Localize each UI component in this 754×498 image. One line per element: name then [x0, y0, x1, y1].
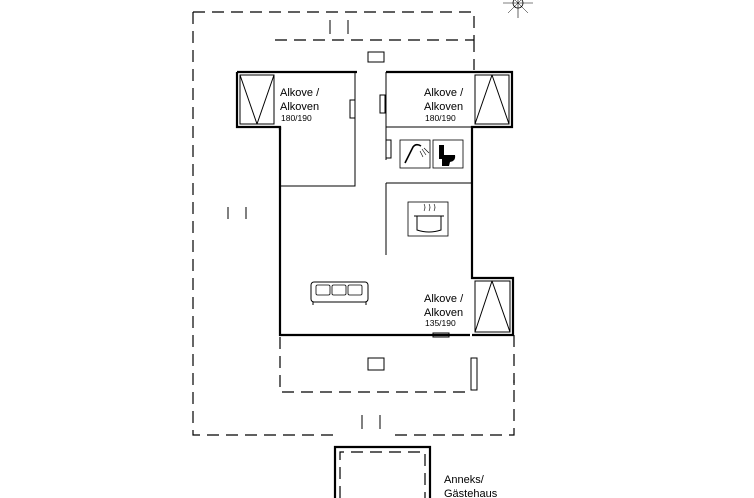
toilet-icon	[432, 139, 464, 169]
label-alcove-ne: Alkove / Alkoven 180/190	[424, 87, 464, 123]
alcove-ne-line2: Alkoven	[424, 101, 463, 113]
alcove-ne-line1: Alkove /	[424, 87, 464, 99]
alcove-nw-line2: Alkoven	[280, 101, 319, 113]
annex-walls	[333, 445, 432, 498]
alcove-se-line1: Alkove /	[424, 293, 464, 305]
alcove-ne-size: 180/190	[425, 113, 456, 123]
label-annex: Anneks/ Gästehaus	[444, 474, 498, 498]
alcove-se-line2: Alkoven	[424, 307, 463, 319]
annex-line2: Gästehaus	[444, 488, 498, 498]
alcove-nw-line1: Alkove /	[280, 87, 320, 99]
alcove-se-bed	[474, 280, 511, 333]
compass-rose-icon	[503, 0, 533, 18]
outer-dashed-outline	[192, 11, 515, 436]
sofa-icon	[310, 281, 369, 305]
alcove-se-size: 135/190	[425, 318, 456, 328]
annex-line1: Anneks/	[444, 474, 485, 486]
alcove-nw-bed	[239, 74, 275, 125]
main-walls	[235, 51, 515, 371]
label-alcove-nw: Alkove / Alkoven 180/190	[280, 87, 320, 123]
window-se	[470, 357, 478, 391]
shower-icon	[399, 139, 431, 169]
alcove-nw-size: 180/190	[281, 113, 312, 123]
label-alcove-se: Alkove / Alkoven 135/190	[424, 293, 464, 328]
alcove-ne-bed	[474, 74, 510, 125]
cooking-pot-icon	[407, 201, 449, 237]
